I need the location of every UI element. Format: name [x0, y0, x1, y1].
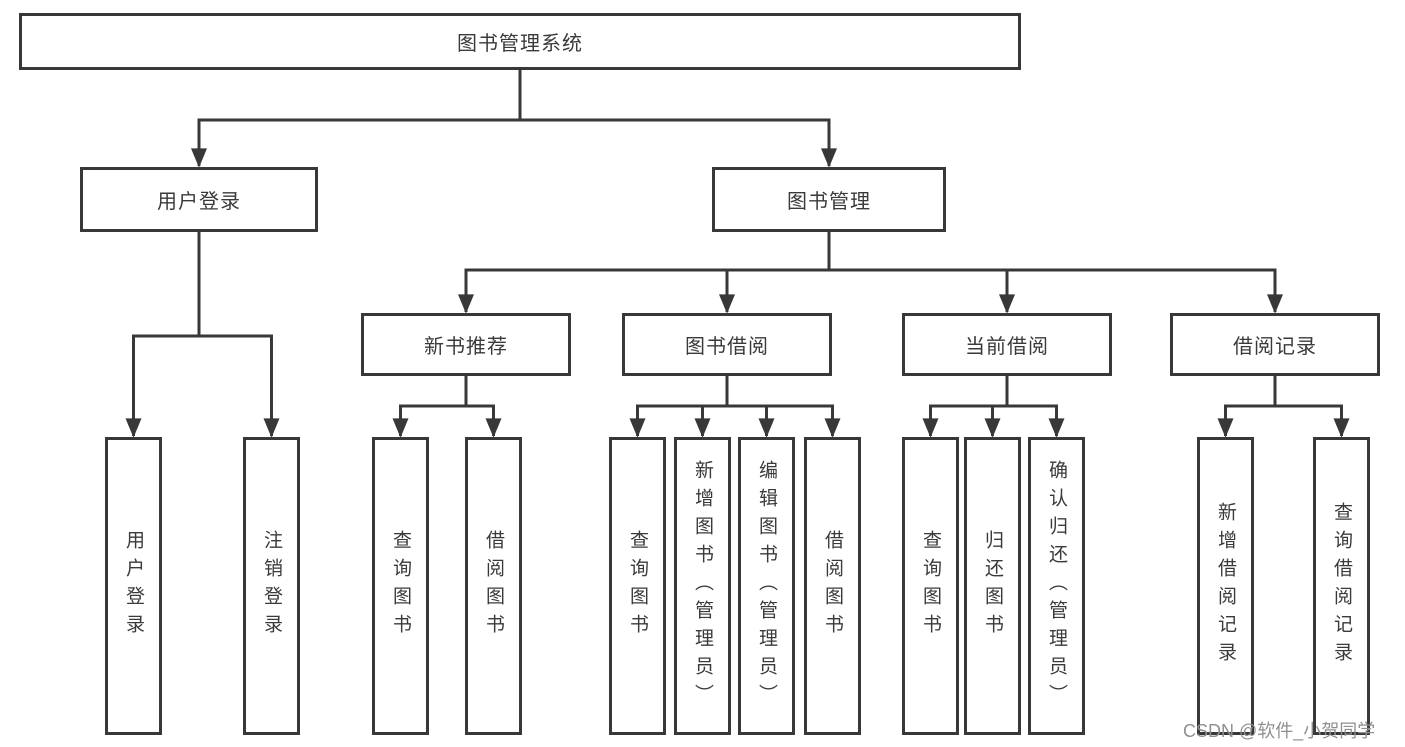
- node-label: 归还图书: [982, 530, 1003, 642]
- leaf-borrow-books-borrowing: 借阅图书: [804, 437, 861, 735]
- node-current-borrowing: 当前借阅: [902, 313, 1112, 376]
- node-label: 查询图书: [627, 530, 648, 642]
- leaf-logout: 注销登录: [243, 437, 300, 735]
- leaf-add-borrow-record: 新增借阅记录: [1197, 437, 1254, 735]
- node-label: 编辑图书（管理员）: [756, 460, 777, 712]
- node-label: 当前借阅: [965, 336, 1049, 358]
- leaf-query-borrow-record: 查询借阅记录: [1313, 437, 1370, 735]
- node-label: 确认归还（管理员）: [1046, 460, 1067, 712]
- leaf-borrow-books-recommend: 借阅图书: [465, 437, 522, 735]
- node-label: 图书借阅: [685, 336, 769, 358]
- node-label: 图书管理: [787, 191, 871, 213]
- node-label: 查询图书: [390, 530, 411, 642]
- node-library-management-system: 图书管理系统: [19, 13, 1021, 70]
- node-label: 借阅图书: [483, 530, 504, 642]
- node-book-borrowing: 图书借阅: [622, 313, 832, 376]
- leaf-confirm-return-admin: 确认归还（管理员）: [1028, 437, 1085, 735]
- node-label: 新书推荐: [424, 336, 508, 358]
- node-label: 注销登录: [261, 530, 282, 642]
- node-borrowing-records: 借阅记录: [1170, 313, 1380, 376]
- node-label: 用户登录: [123, 530, 144, 642]
- node-label: 图书管理系统: [457, 33, 583, 55]
- node-user-login: 用户登录: [80, 167, 318, 232]
- leaf-add-book-admin: 新增图书（管理员）: [674, 437, 731, 735]
- leaf-query-books-recommend: 查询图书: [372, 437, 429, 735]
- node-label: 查询图书: [920, 530, 941, 642]
- leaf-user-login: 用户登录: [105, 437, 162, 735]
- node-label: 新增借阅记录: [1215, 502, 1236, 670]
- node-label: 借阅记录: [1233, 336, 1317, 358]
- leaf-edit-book-admin: 编辑图书（管理员）: [738, 437, 795, 735]
- node-label: 新增图书（管理员）: [692, 460, 713, 712]
- node-label: 查询借阅记录: [1331, 502, 1352, 670]
- node-book-management: 图书管理: [712, 167, 946, 232]
- leaf-query-books-current: 查询图书: [902, 437, 959, 735]
- node-new-book-recommendation: 新书推荐: [361, 313, 571, 376]
- csdn-watermark: CSDN @软件_小贺同学: [1183, 721, 1376, 741]
- leaf-return-books: 归还图书: [964, 437, 1021, 735]
- leaf-query-books-borrowing: 查询图书: [609, 437, 666, 735]
- node-label: 借阅图书: [822, 530, 843, 642]
- node-label: 用户登录: [157, 191, 241, 213]
